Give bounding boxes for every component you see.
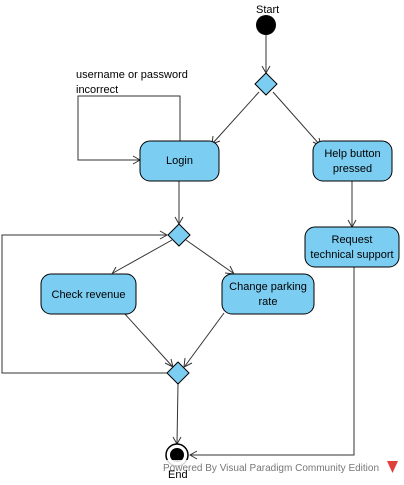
activity-help-box xyxy=(312,140,393,182)
flow-login-retry-loop xyxy=(77,95,181,161)
start-node: Start xyxy=(256,4,279,35)
flow-request-to-end xyxy=(190,266,355,456)
activity-login: Login xyxy=(139,140,220,182)
activity-check-revenue-box xyxy=(40,273,137,315)
flow-decision-to-help xyxy=(272,91,321,146)
arrowhead-icon xyxy=(183,357,193,368)
start-circle xyxy=(256,15,276,35)
activity-login-label: Login xyxy=(166,155,193,167)
decision-merge xyxy=(166,361,190,385)
flow-decision-to-change-rate xyxy=(185,239,234,274)
flow-merge-to-end xyxy=(176,383,179,444)
activity-login-box xyxy=(139,140,220,182)
flows xyxy=(1,35,357,460)
watermark-backdrop xyxy=(160,460,404,473)
activity-help-pressed: Help button pressed xyxy=(312,140,393,182)
activity-change-rate-label-line1: Change parking xyxy=(229,281,307,293)
end-inner-circle xyxy=(170,448,184,462)
activity-help-label-line1: Help button xyxy=(324,148,380,160)
loop-annotation: username or password incorrect xyxy=(76,69,188,96)
watermark-text: Powered By Visual Paradigm Community Edi… xyxy=(163,463,379,474)
flow-decision-to-check-revenue xyxy=(112,239,173,274)
loop-note-line1: username or password xyxy=(76,69,188,81)
watermark: Powered By Visual Paradigm Community Edi… xyxy=(160,460,404,474)
activity-request-support: Request technical support xyxy=(304,226,400,268)
loop-note-line2: incorrect xyxy=(76,84,118,96)
end-label: End xyxy=(168,469,188,481)
flow-decision-to-login xyxy=(212,91,260,144)
arrowhead-icon xyxy=(188,450,198,460)
flow-change-rate-to-merge xyxy=(184,312,225,367)
visual-paradigm-logo-icon xyxy=(387,461,398,473)
activity-request-label-line1: Request xyxy=(332,234,373,246)
flow-merge-back-loop xyxy=(1,234,167,374)
activity-check-revenue-label: Check revenue xyxy=(52,289,126,301)
decision-entry xyxy=(254,72,278,96)
activity-help-label-line2: pressed xyxy=(333,163,372,175)
activity-request-label-line2: technical support xyxy=(310,249,393,261)
activity-change-rate-box xyxy=(221,273,315,315)
activity-check-revenue: Check revenue xyxy=(40,273,137,315)
arrowhead-icon xyxy=(159,230,169,240)
start-label: Start xyxy=(256,4,279,16)
activity-request-box xyxy=(304,226,400,268)
activity-change-rate: Change parking rate xyxy=(221,273,315,315)
activity-change-rate-label-line2: rate xyxy=(259,296,278,308)
flow-check-revenue-to-merge xyxy=(123,312,173,367)
decision-after-login xyxy=(167,223,191,247)
